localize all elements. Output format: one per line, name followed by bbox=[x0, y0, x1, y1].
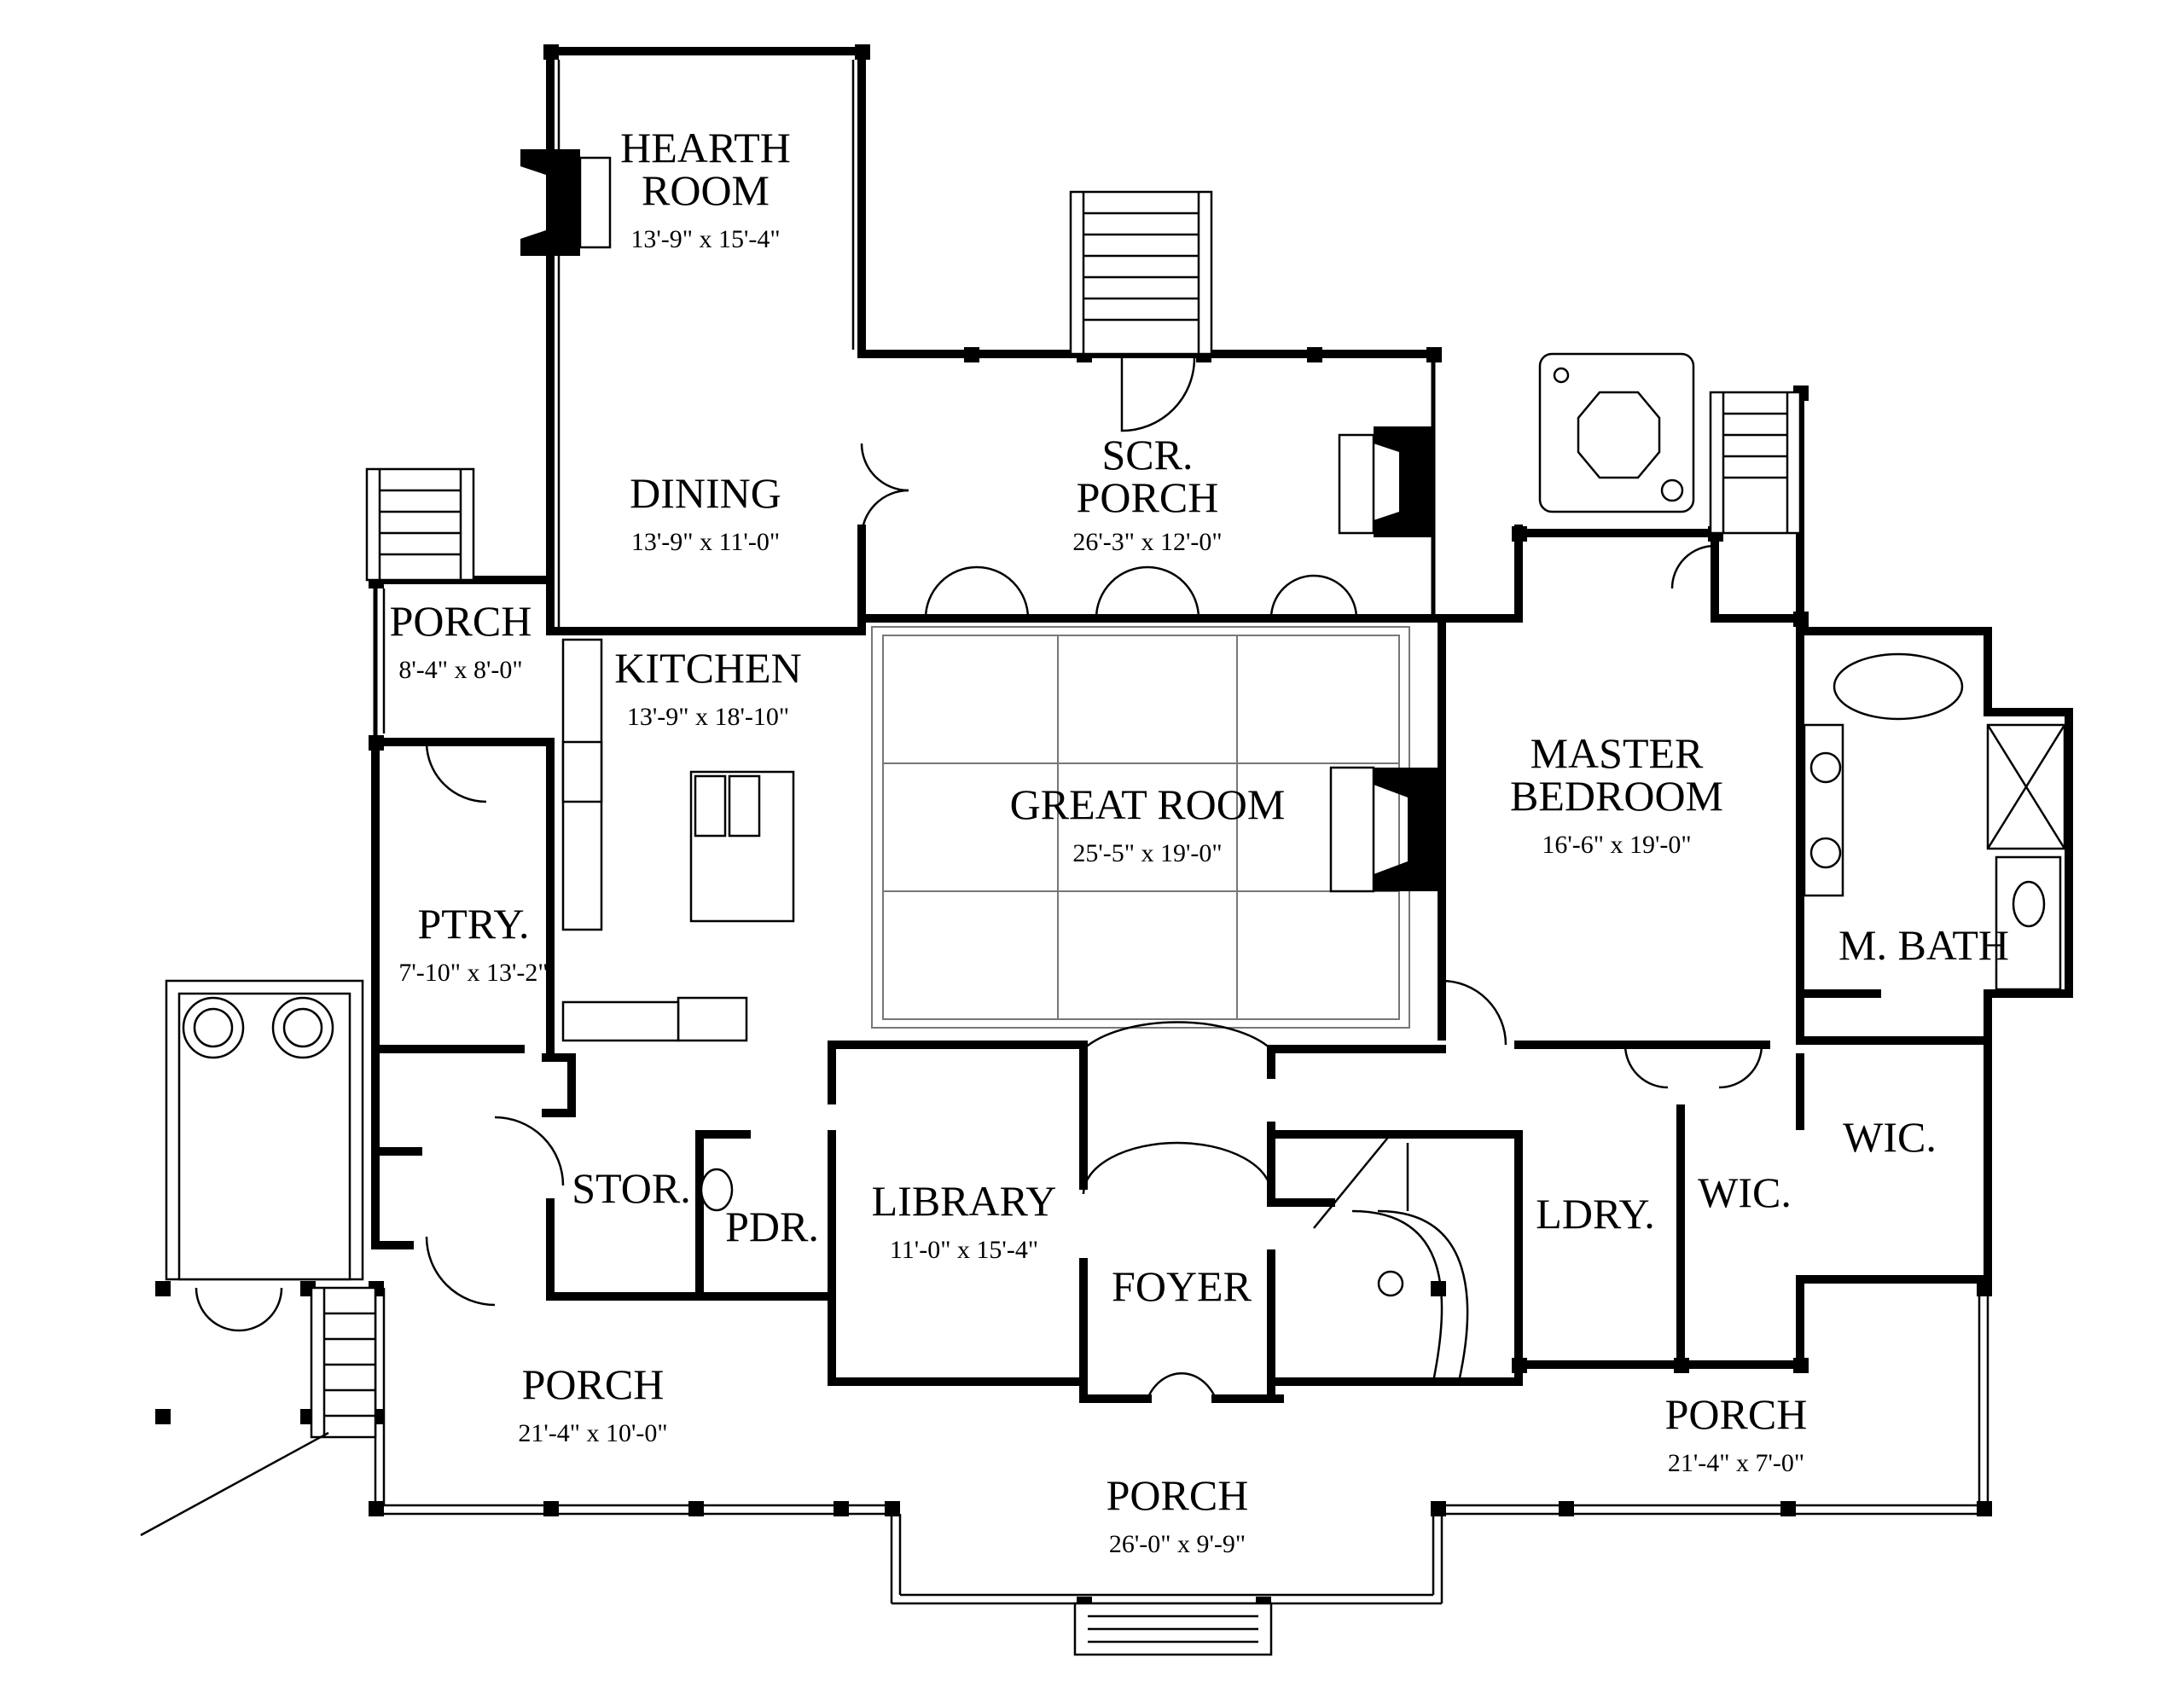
left-porch-label: PORCH bbox=[522, 1360, 665, 1408]
hearth-room-dim: 13'-9" x 15'-4" bbox=[630, 225, 780, 253]
stair bbox=[1313, 1133, 1469, 1383]
small-porch-dim: 8'-4" x 8'-0" bbox=[398, 656, 522, 684]
master-bedroom-dim: 16'-6" x 19'-0" bbox=[1542, 831, 1691, 859]
stor-label: STOR. bbox=[572, 1164, 690, 1212]
great-room-dim: 25'-5" x 19'-0" bbox=[1072, 839, 1222, 867]
columns bbox=[155, 44, 1992, 1612]
pantry-dim: 7'-10" x 13'-2" bbox=[398, 959, 548, 987]
scr-porch-dim: 26'-3" x 12'-0" bbox=[1072, 528, 1222, 556]
wic-right-label: WIC. bbox=[1843, 1113, 1937, 1161]
library-label: LIBRARY bbox=[872, 1177, 1057, 1225]
foyer-label: FOYER bbox=[1112, 1262, 1252, 1310]
master-bedroom-label-2: BEDROOM bbox=[1510, 772, 1723, 820]
scr-porch-label-2: PORCH bbox=[1077, 473, 1219, 521]
hearth-room-label-1: HEARTH bbox=[620, 124, 791, 171]
laundry-label: LDRY. bbox=[1536, 1190, 1654, 1238]
pdr-label: PDR. bbox=[725, 1203, 819, 1250]
front-porch-dim: 26'-0" x 9'-9" bbox=[1109, 1530, 1246, 1558]
wic-mid-label: WIC. bbox=[1698, 1168, 1792, 1216]
right-porch-dim: 21'-4" x 7'-0" bbox=[1668, 1449, 1804, 1477]
master-bath-label: M. BATH bbox=[1838, 921, 2009, 969]
bath-fixtures bbox=[700, 652, 2066, 1212]
great-room-label: GREAT ROOM bbox=[1010, 780, 1286, 828]
kitchen-dim: 13'-9" x 18'-10" bbox=[627, 703, 789, 731]
guideline bbox=[140, 1431, 329, 1537]
dining-label: DINING bbox=[630, 469, 781, 517]
master-bedroom-label-1: MASTER bbox=[1531, 729, 1704, 777]
ac-units-icon bbox=[165, 979, 364, 1281]
dining-dim: 13'-9" x 11'-0" bbox=[631, 528, 780, 556]
pantry-label: PTRY. bbox=[417, 900, 529, 948]
left-porch-dim: 21'-4" x 10'-0" bbox=[518, 1419, 667, 1447]
room-labels: HEARTH ROOM 13'-9" x 15'-4" DINING 13'-9… bbox=[390, 124, 2009, 1558]
fireplaces bbox=[520, 149, 1442, 893]
steps bbox=[310, 190, 1802, 1656]
hearth-room-label-2: ROOM bbox=[642, 166, 770, 214]
kitchen-fixtures bbox=[561, 638, 795, 1042]
great-room-ceiling-grid bbox=[871, 626, 1410, 1029]
doors bbox=[195, 357, 1763, 1400]
hot-tub-icon bbox=[1538, 352, 1695, 513]
scr-porch-label-1: SCR. bbox=[1101, 431, 1193, 478]
right-porch-label: PORCH bbox=[1665, 1390, 1808, 1438]
front-porch-label: PORCH bbox=[1107, 1471, 1249, 1519]
library-dim: 11'-0" x 15'-4" bbox=[890, 1236, 1038, 1264]
small-porch-label: PORCH bbox=[390, 597, 532, 645]
kitchen-label: KITCHEN bbox=[614, 644, 801, 692]
